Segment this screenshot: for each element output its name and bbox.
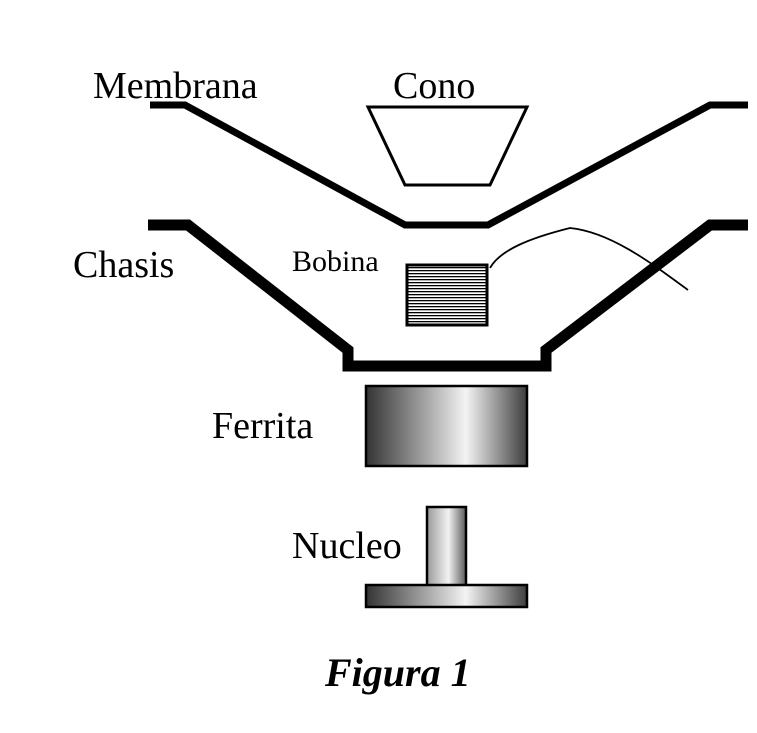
label-chasis: Chasis	[73, 244, 174, 286]
label-ferrita: Ferrita	[212, 405, 313, 447]
chasis-line	[148, 219, 748, 372]
label-nucleo: Nucleo	[292, 525, 402, 567]
figure-caption: Figura 1	[324, 650, 471, 695]
bobina-wire	[489, 227, 689, 291]
cono-shape	[365, 105, 530, 187]
label-membrana: Membrana	[93, 65, 258, 107]
nucleo-stem	[425, 505, 468, 589]
nucleo-base	[364, 583, 529, 609]
ferrita-magnet	[364, 384, 529, 468]
bobina-coil	[405, 263, 489, 327]
membrana-line	[150, 101, 748, 229]
label-bobina: Bobina	[292, 245, 379, 278]
label-cono: Cono	[393, 65, 475, 107]
